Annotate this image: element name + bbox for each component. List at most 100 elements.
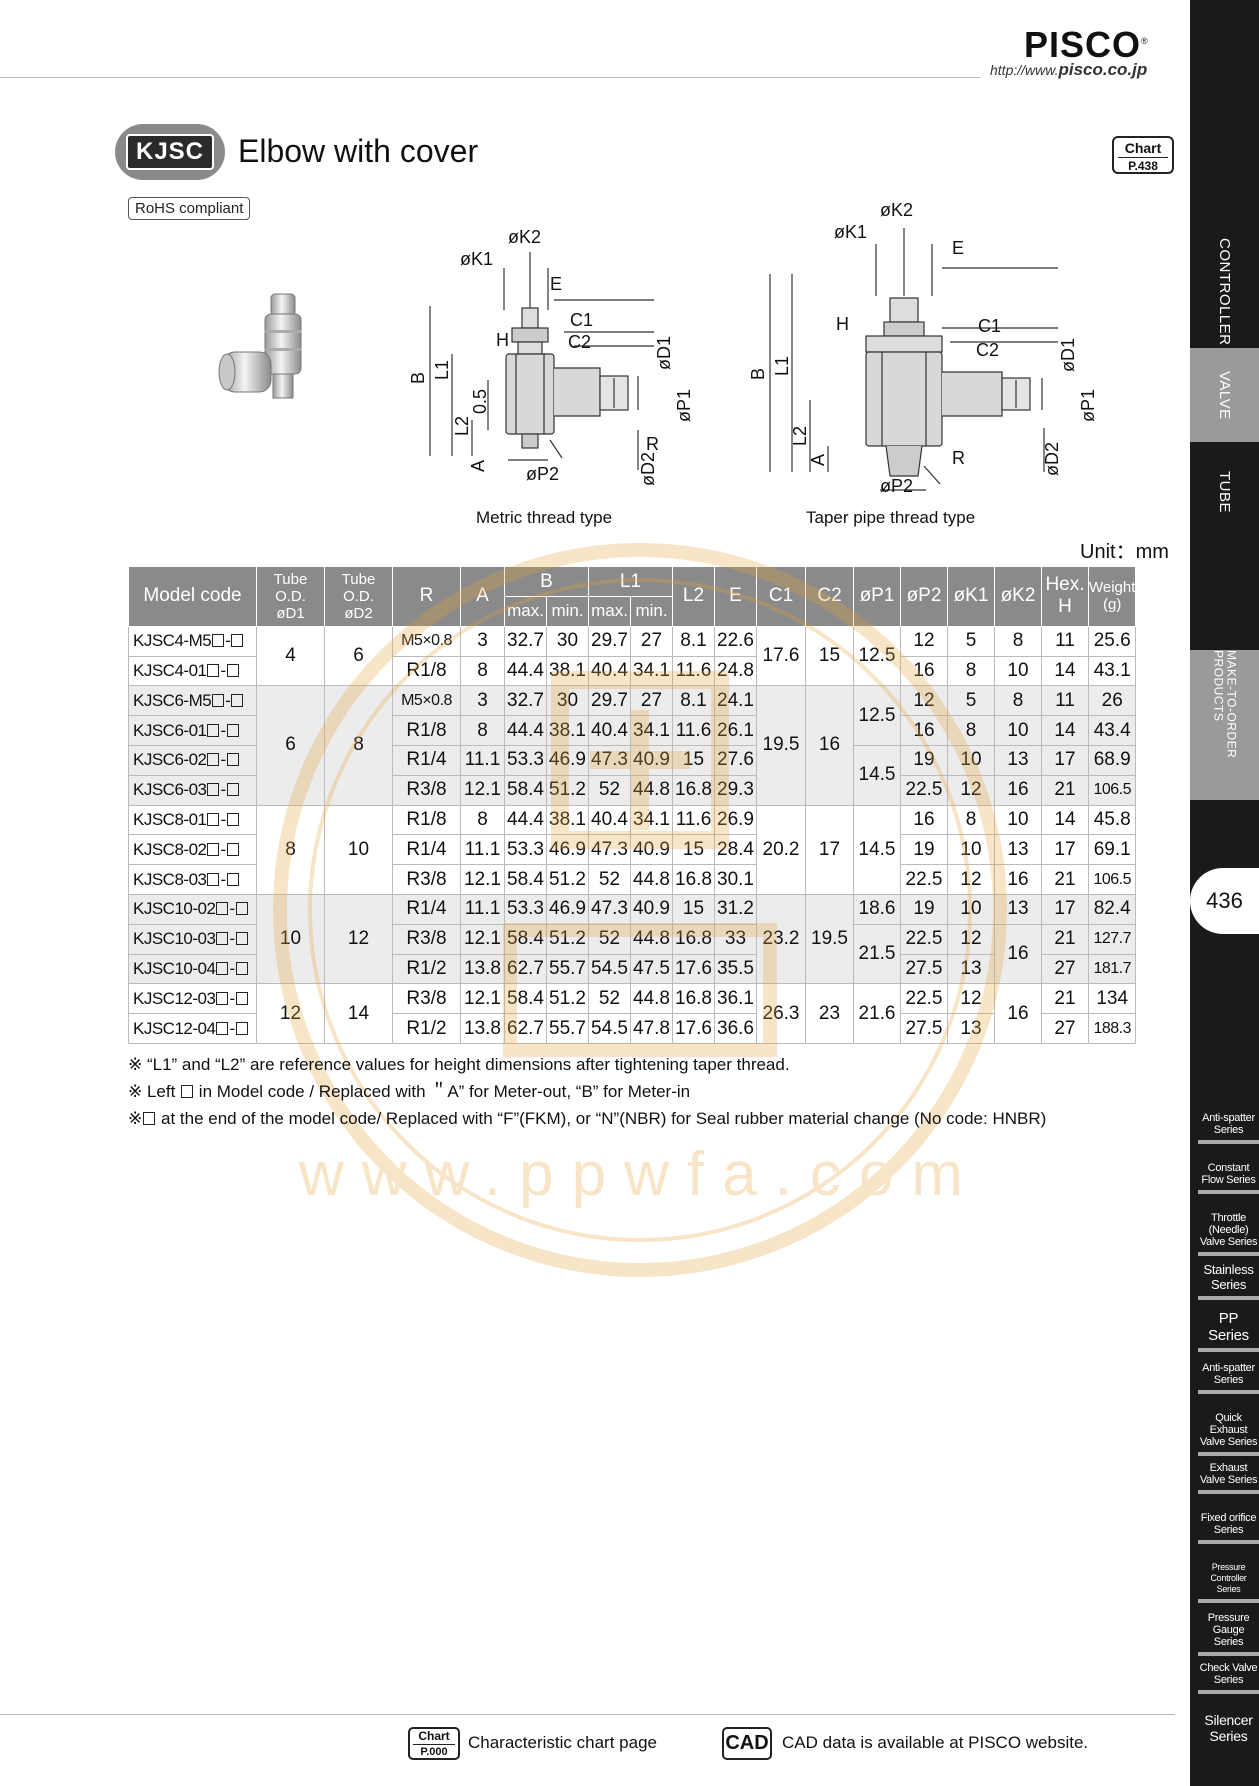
page-title: Elbow with cover [238, 133, 479, 169]
dim-p1-metric: øP1 [674, 389, 694, 422]
metric-caption: Metric thread type [476, 508, 613, 527]
dim-l1-taper: L1 [772, 356, 792, 376]
table-row: KJSC12-03- 12 14 R3/8 12.1 58.4 51.2 52 … [128, 983, 1137, 1044]
table-row: KJSC6-01- R1/8 8 44.4 38.1 40.4 34.1 11.… [128, 715, 1137, 746]
series-tab-pressure-gauge[interactable]: Pressure Gauge Series [1198, 1612, 1259, 1656]
dim-h-taper: H [836, 314, 849, 334]
th-k1: øK1 [947, 566, 995, 627]
taper-thread-drawing: øK2 øK1 E C1 C2 H R øP2 B L1 L2 A øD1 øP… [748, 200, 1098, 496]
series-tab-silencer[interactable]: Silencer Series [1204, 1712, 1253, 1744]
th-b-min: min. [546, 596, 589, 627]
brand-logo: PISCO® [1024, 24, 1149, 65]
note-1: ※ “L1” and “L2” are reference values for… [128, 1055, 790, 1074]
th-p1: øP1 [853, 566, 901, 627]
th-weight: Weight(g) [1087, 566, 1137, 627]
tab-valve[interactable]: VALVE [1190, 348, 1259, 442]
th-l2: L2 [672, 566, 715, 627]
dim-b-metric: B [408, 372, 428, 384]
footer-chart-text: Characteristic chart page [468, 1733, 657, 1752]
dim-k2-taper: øK2 [880, 200, 913, 220]
dim-p1-taper: øP1 [1078, 389, 1098, 422]
dim-h-metric: H [496, 330, 509, 350]
series-tab-anti-spatter[interactable]: Anti-spatter Series [1198, 1112, 1259, 1144]
dim-e-metric: E [550, 274, 562, 294]
th-b: B [504, 566, 589, 597]
dim-c1-metric: C1 [570, 310, 593, 330]
tab-tube[interactable]: TUBE [1190, 442, 1259, 542]
th-hex: Hex.H [1041, 566, 1089, 627]
th-p2: øP2 [900, 566, 948, 627]
table-row: KJSC6-M5- 6 8 M5×0.8 3 32.7 30 29.7 27 8… [128, 685, 1137, 806]
brand-url[interactable]: http://www.pisco.co.jp [990, 60, 1148, 79]
series-tab-pp[interactable]: PP Series [1198, 1310, 1259, 1352]
th-c2: C2 [805, 566, 854, 627]
dim-k1-metric: øK1 [460, 249, 493, 269]
th-c1: C1 [756, 566, 806, 627]
table-row: KJSC8-02- R1/4 11.1 53.3 46.9 47.3 40.9 … [128, 834, 1137, 866]
chart-icon: Chart [1124, 140, 1162, 156]
dim-half-metric: 0.5 [470, 389, 490, 414]
taper-caption: Taper pipe thread type [806, 508, 976, 527]
dim-k2-metric: øK2 [508, 230, 541, 247]
series-tab-stainless[interactable]: Stainless Series [1198, 1262, 1259, 1300]
th-r: R [392, 566, 461, 627]
table-row: KJSC10-02- 10 12 R1/4 11.1 53.3 46.9 47.… [128, 893, 1137, 985]
th-l1-min: min. [630, 596, 673, 627]
dim-p2-metric: øP2 [526, 464, 559, 484]
notes: ※ “L1” and “L2” are reference values for… [128, 1051, 1046, 1132]
dim-e-taper: E [952, 238, 964, 258]
metric-thread-drawing: øK2 øK1 E C1 C2 H R øP2 B L1 L2 0.5 A øD… [408, 230, 694, 486]
th-b-max: max. [504, 596, 547, 627]
dim-p2-taper: øP2 [880, 476, 913, 496]
footer-chart-icon[interactable]: Chart P.000 [408, 1727, 460, 1760]
dim-l2-metric: L2 [452, 416, 472, 436]
cad-icon[interactable]: CAD [722, 1727, 772, 1760]
table-row: KJSC8-01- 8 10 R1/8 8 44.4 38.1 40.4 34.… [128, 804, 1137, 895]
top-divider [0, 77, 980, 78]
dim-d1-metric: øD1 [654, 336, 674, 370]
table-row: KJSC12-04- R1/2 13.8 62.7 55.7 54.5 47.8… [128, 1013, 1137, 1044]
dim-c1-taper: C1 [978, 316, 1001, 336]
th-l1: L1 [588, 566, 673, 597]
dim-l1-metric: L1 [432, 360, 452, 380]
series-tab-throttle[interactable]: Throttle (Needle) Valve Series [1198, 1212, 1259, 1256]
page-number: 436 [1190, 868, 1259, 934]
series-tab-anti-spatter-2[interactable]: Anti-spatter Series [1198, 1362, 1259, 1394]
th-e: E [714, 566, 757, 627]
table-row: KJSC6-03- R3/8 12.1 58.4 51.2 52 44.8 16… [128, 774, 1137, 806]
dim-r-metric: R [646, 434, 659, 454]
table-row: KJSC10-04- R1/2 13.8 62.7 55.7 54.5 47.5… [128, 953, 1137, 985]
dim-d2-taper: øD2 [1042, 442, 1062, 476]
unit-label: Unit：mm [1080, 541, 1169, 563]
series-tab-fixed-orifice[interactable]: Fixed orifice Series [1198, 1512, 1259, 1544]
th-a: A [460, 566, 505, 627]
chart-page-ref: P.438 [1118, 157, 1168, 174]
th-d1: Tube O.D.øD1 [256, 566, 325, 627]
product-photo [218, 293, 302, 399]
dim-l2-taper: L2 [790, 426, 810, 446]
note-3: ※ at the end of the model code/ Replaced… [128, 1109, 1047, 1128]
series-tab-check-valve[interactable]: Check Valve Series [1198, 1662, 1259, 1694]
series-tab-quick-exhaust[interactable]: Quick Exhaust Valve Series [1198, 1412, 1259, 1456]
table-row: KJSC6-02- R1/4 11.1 53.3 46.9 47.3 40.9 … [128, 744, 1137, 806]
series-badge: KJSC [115, 124, 225, 180]
tab-controller[interactable]: CONTROLLER [1190, 236, 1259, 348]
dim-c2-metric: C2 [568, 332, 591, 352]
series-tab-exhaust-valve[interactable]: Exhaust Valve Series [1198, 1462, 1259, 1494]
rohs-badge: RoHS compliant [128, 197, 251, 220]
note-2: ※ Left in Model code / Replaced with ＂A”… [128, 1082, 691, 1101]
series-tab-pressure-controller[interactable]: Pressure Controller Series [1198, 1562, 1259, 1603]
spec-table: Model code Tube O.D.øD1 Tube O.D.øD2 R A… [128, 566, 1137, 1044]
th-l1-max: max. [588, 596, 631, 627]
dim-a-taper: A [808, 454, 828, 466]
th-d2: Tube O.D.øD2 [324, 566, 393, 627]
dim-d2-metric: øD2 [638, 452, 658, 486]
dim-a-metric: A [468, 460, 488, 472]
dim-k1-taper: øK1 [834, 222, 867, 242]
footer-divider [0, 1714, 1175, 1715]
dim-d1-taper: øD1 [1058, 338, 1078, 372]
series-tab-constant-flow[interactable]: Constant Flow Series [1198, 1162, 1259, 1194]
tab-make-to-order[interactable]: MAKE-TO-ORDER PRODUCTS [1190, 650, 1259, 800]
chart-reference-button[interactable]: Chart P.438 [1112, 136, 1174, 174]
dim-r-taper: R [952, 448, 965, 468]
